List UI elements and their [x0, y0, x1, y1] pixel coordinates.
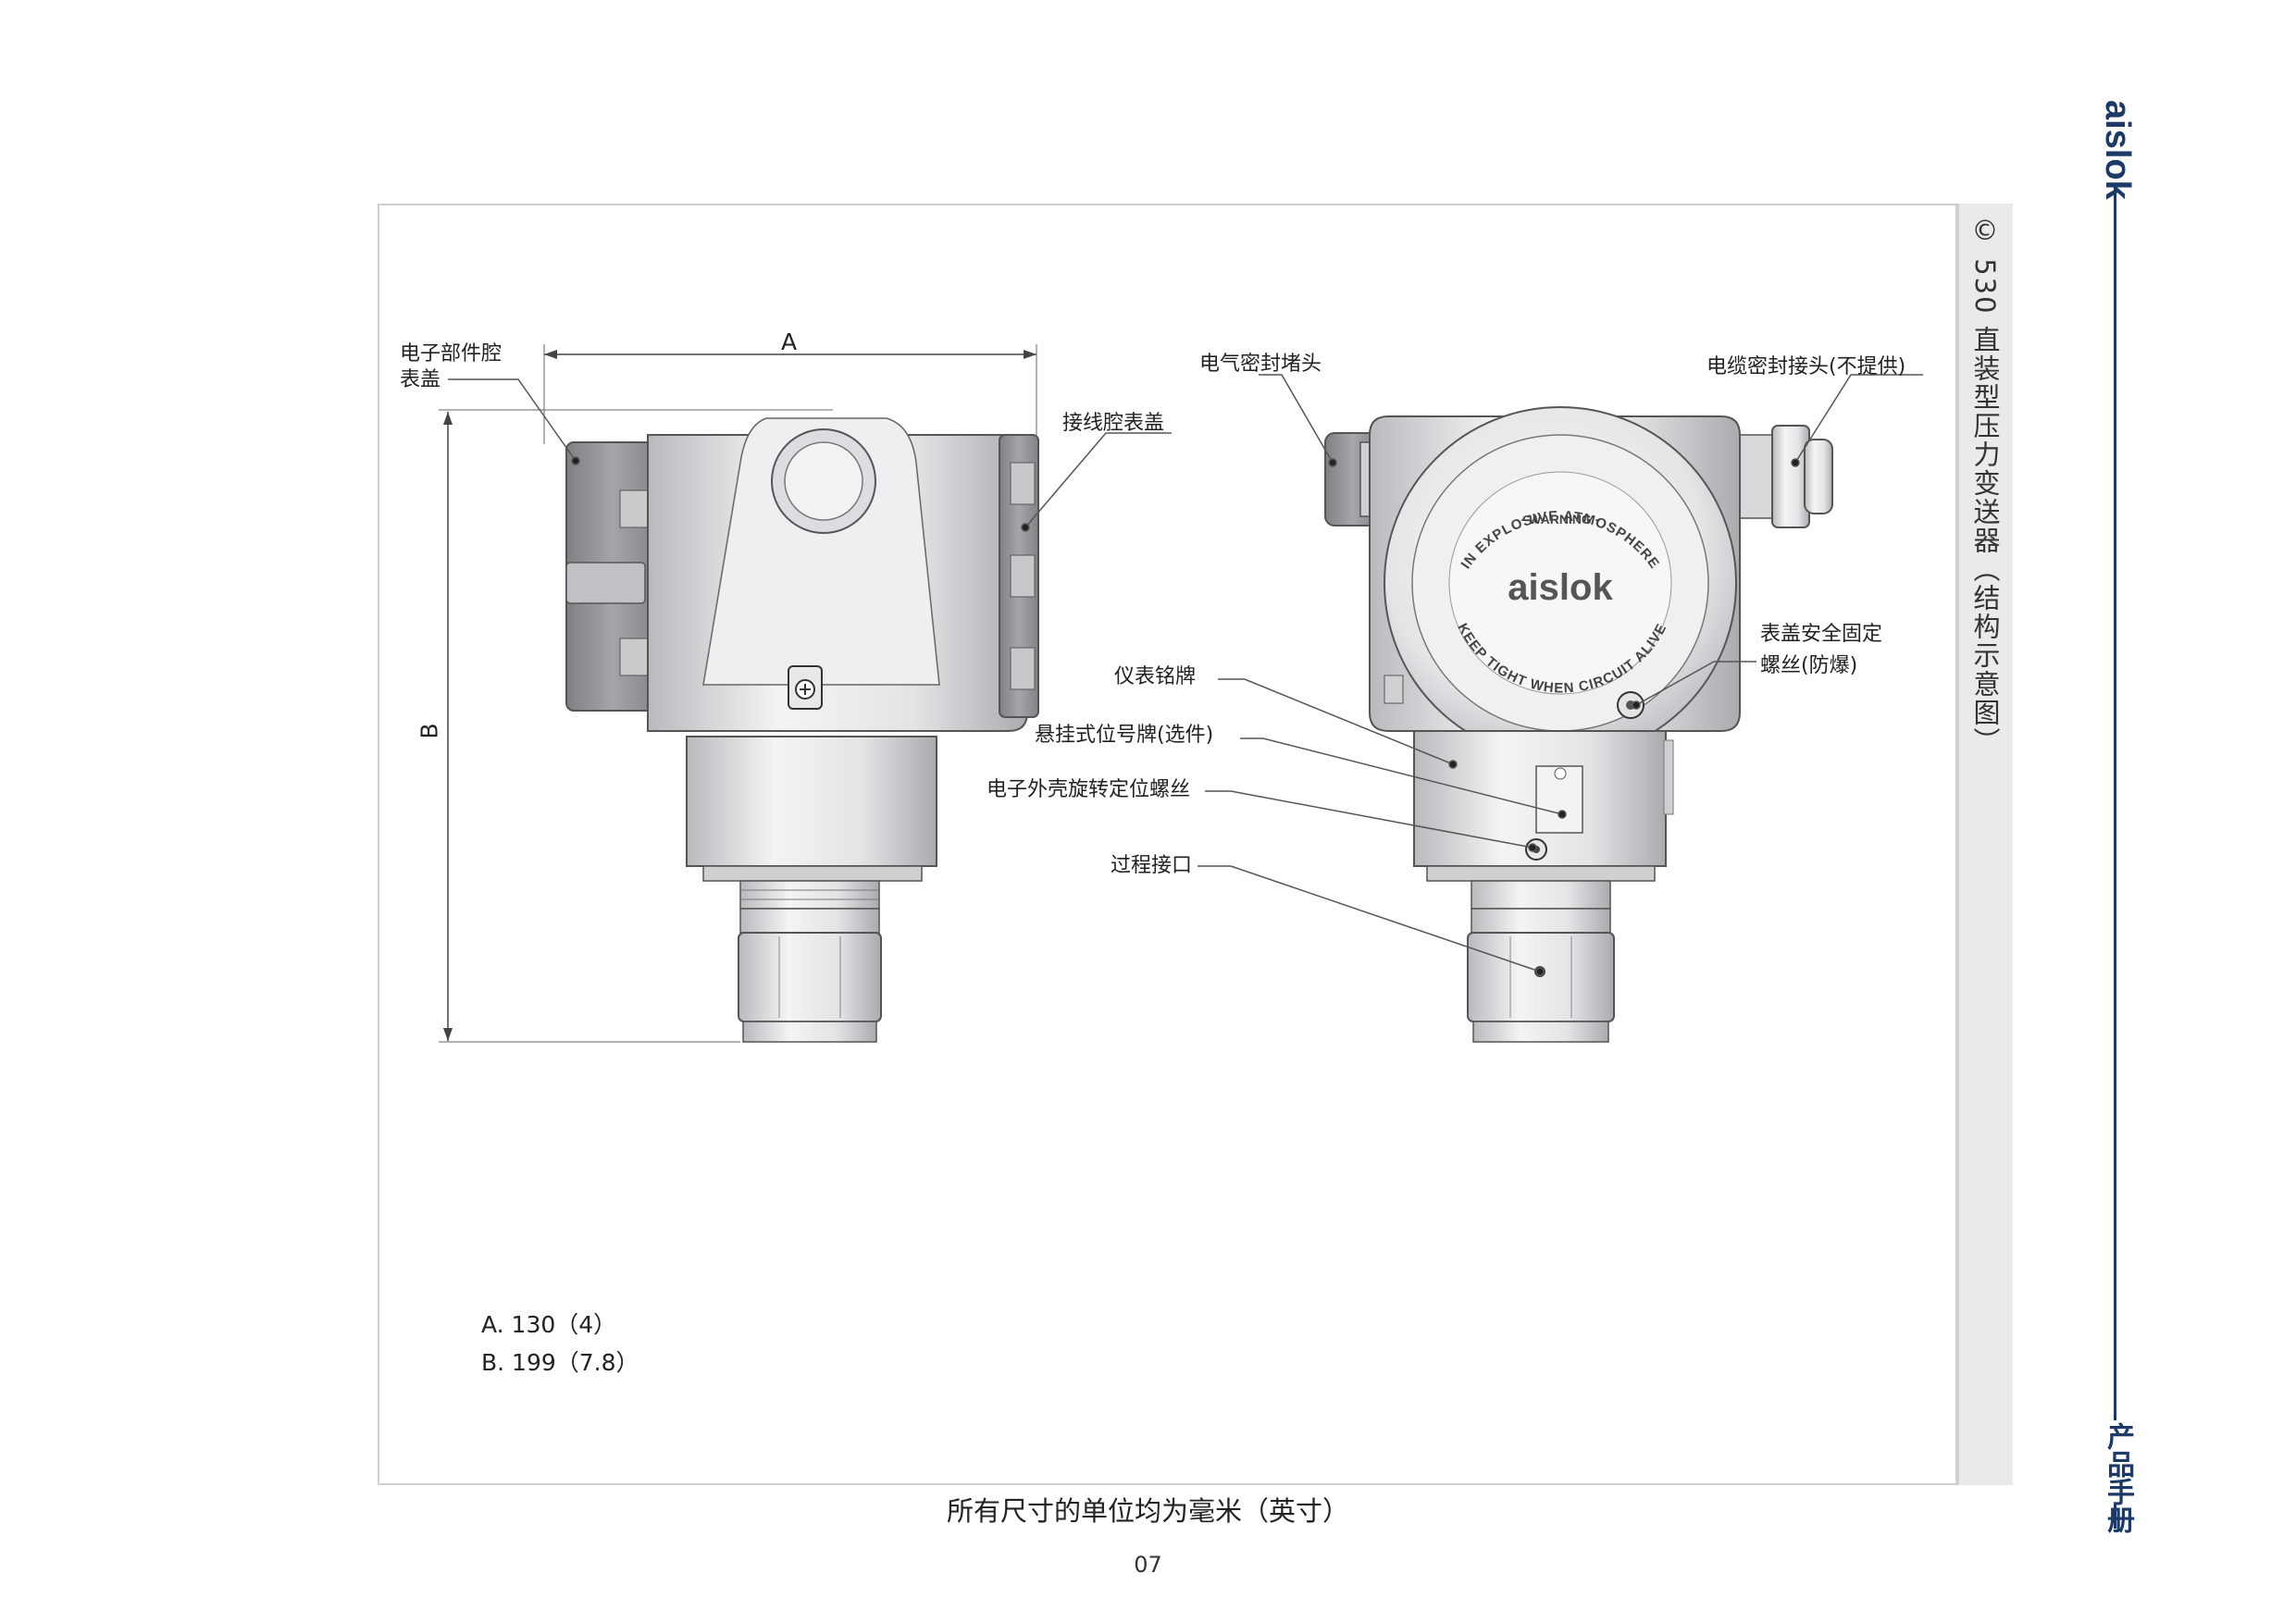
label-nameplate: 仪表铭牌	[1114, 665, 1197, 688]
label-housing-screw: 电子外壳旋转定位螺丝	[987, 778, 1191, 801]
cover-brand-logo: aislok	[1508, 567, 1613, 608]
section-title: © 530 直装型压力变送器（结构示意图）	[1969, 215, 2001, 756]
manual-label: 产品手册	[2102, 1422, 2134, 1533]
label-cover-screw-line2: 螺丝(防爆)	[1760, 654, 1858, 677]
right-view: IN EXPLOSIVE ATMOSPHERE - WARNING - KEEP…	[1324, 406, 1833, 1043]
dimension-b-marker: B	[416, 723, 443, 739]
label-terminal-cover: 接线腔表盖	[1062, 412, 1165, 435]
dimension-a-marker: A	[781, 328, 798, 355]
brand-logo: aislok	[2098, 100, 2137, 200]
leader-lines	[448, 374, 1923, 976]
edge-rule-gap	[2106, 1420, 2125, 1504]
label-electronics-cover-line2: 表盖	[400, 368, 441, 391]
label-process-connection: 过程接口	[1111, 854, 1193, 877]
label-tag: 悬挂式位号牌(选件)	[1035, 724, 1214, 747]
page-number: 07	[1134, 1552, 1162, 1578]
left-view	[439, 344, 1039, 1043]
dimension-b-value: B. 199（7.8）	[481, 1349, 639, 1376]
edge-rule	[2114, 185, 2116, 1529]
label-cable-gland: 电缆密封接头(不提供)	[1706, 355, 1906, 378]
units-caption: 所有尺寸的单位均为毫米（英寸）	[946, 1495, 1349, 1527]
figure-frame	[378, 204, 1957, 1485]
label-conduit-plug: 电气密封堵头	[1199, 353, 1322, 376]
sidebar-strip	[1957, 204, 2013, 1485]
label-cover-screw-line1: 表盖安全固定	[1760, 623, 1883, 646]
dimension-a-value: A. 130（4）	[481, 1311, 617, 1338]
label-electronics-cover-line1: 电子部件腔	[400, 342, 503, 365]
cover-engraving-warning: - WARNING -	[1521, 512, 1600, 527]
